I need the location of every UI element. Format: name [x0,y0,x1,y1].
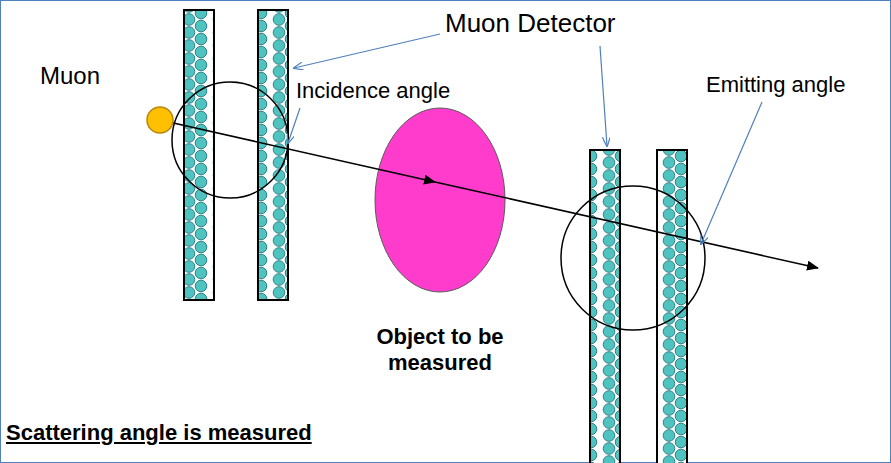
leader-line [600,46,607,146]
muon-track [435,182,818,268]
muon-detector-left [184,10,288,300]
particle-label: Muon [40,62,100,91]
leader-line [288,108,300,143]
measured-object [375,108,505,292]
leader-line [294,34,440,68]
object-label: Object to be measured [350,324,530,377]
detector-label: Muon Detector [445,8,616,39]
muon-particle [147,107,173,133]
angle-circle [561,186,705,330]
muon-track [160,120,435,182]
angle-label: Emitting angle [706,72,845,98]
angle-circle [172,82,288,198]
caption-label: Scattering angle is measured [6,420,312,446]
angle-label: Incidence angle [296,78,450,104]
leader-line [701,102,762,244]
